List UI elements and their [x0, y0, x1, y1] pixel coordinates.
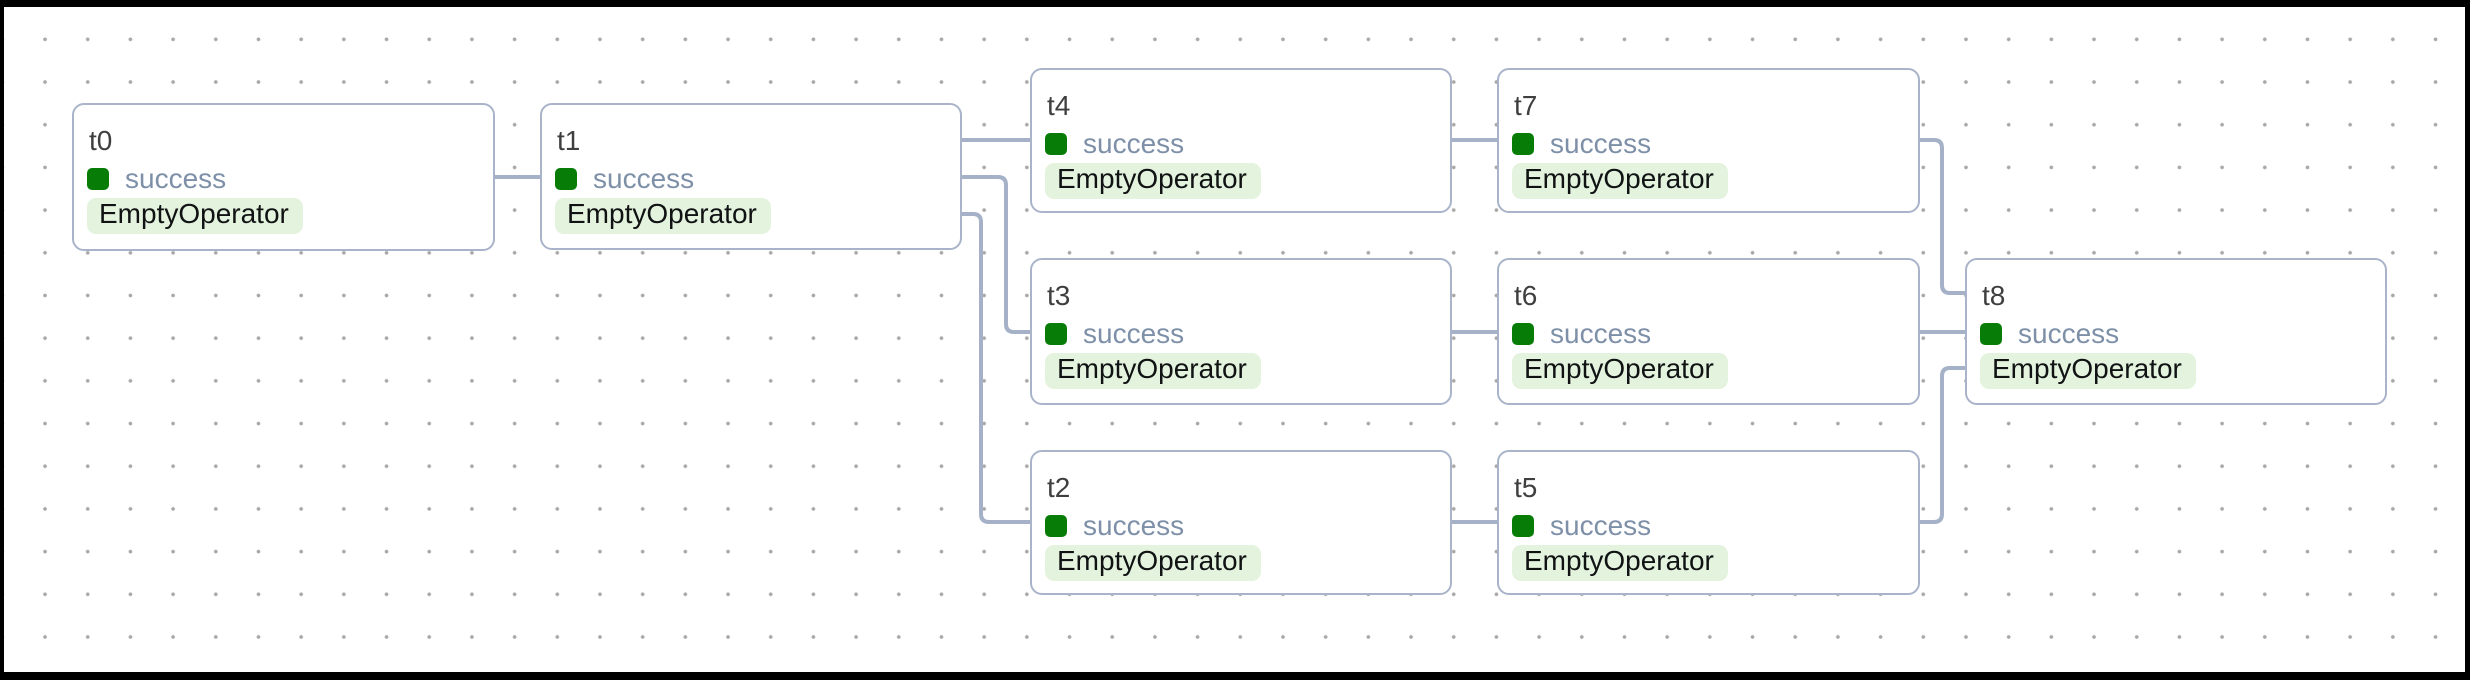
- task-node-t5[interactable]: t5 success EmptyOperator: [1497, 450, 1920, 595]
- task-status-label: success: [593, 162, 695, 194]
- task-status-row: success: [1045, 510, 1450, 541]
- edge-t7-t8: [1920, 138, 1965, 295]
- task-status-label: success: [1083, 317, 1185, 349]
- window-frame-left: [0, 0, 4, 680]
- edge-t1-t2: [962, 212, 1030, 524]
- operator-badge: EmptyOperator: [1045, 545, 1261, 581]
- task-status-row: success: [87, 163, 493, 194]
- operator-badge: EmptyOperator: [1980, 353, 2196, 389]
- success-status-icon: [1980, 322, 2002, 345]
- task-title: t1: [557, 125, 581, 156]
- operator-badge: EmptyOperator: [1045, 353, 1261, 389]
- task-node-t3[interactable]: t3 success EmptyOperator: [1030, 258, 1452, 405]
- task-title: t0: [89, 125, 113, 156]
- task-title: t5: [1514, 472, 1538, 503]
- window-frame-right: [2465, 0, 2470, 680]
- task-status-label: success: [125, 162, 227, 194]
- success-status-icon: [1512, 322, 1534, 345]
- task-node-t4[interactable]: t4 success EmptyOperator: [1030, 68, 1452, 213]
- task-node-t1[interactable]: t1 success EmptyOperator: [540, 103, 962, 250]
- operator-badge: EmptyOperator: [1512, 545, 1728, 581]
- task-status-row: success: [1512, 318, 1918, 349]
- task-title: t3: [1047, 280, 1071, 311]
- operator-badge: EmptyOperator: [1045, 163, 1261, 199]
- task-node-t2[interactable]: t2 success EmptyOperator: [1030, 450, 1452, 595]
- task-status-row: success: [1512, 128, 1918, 159]
- success-status-icon: [1512, 514, 1534, 537]
- task-title: t6: [1514, 280, 1538, 311]
- operator-badge: EmptyOperator: [1512, 163, 1728, 199]
- window-frame-bottom: [0, 672, 2470, 680]
- task-status-label: success: [2018, 317, 2120, 349]
- task-title: t4: [1047, 90, 1071, 121]
- success-status-icon: [1045, 514, 1067, 537]
- task-status-label: success: [1083, 509, 1185, 541]
- task-title: t2: [1047, 472, 1071, 503]
- operator-badge: EmptyOperator: [555, 198, 771, 234]
- task-status-row: success: [1512, 510, 1918, 541]
- task-status-label: success: [1550, 317, 1652, 349]
- task-status-row: success: [1045, 318, 1450, 349]
- task-status-row: success: [555, 163, 960, 194]
- task-node-t7[interactable]: t7 success EmptyOperator: [1497, 68, 1920, 213]
- task-node-t6[interactable]: t6 success EmptyOperator: [1497, 258, 1920, 405]
- operator-badge: EmptyOperator: [87, 198, 303, 234]
- task-title: t8: [1982, 280, 2006, 311]
- success-status-icon: [1045, 322, 1067, 345]
- success-status-icon: [1512, 132, 1534, 155]
- edge-t5-t8: [1920, 366, 1965, 524]
- success-status-icon: [1045, 132, 1067, 155]
- window-frame-top: [0, 0, 2470, 7]
- task-status-label: success: [1550, 509, 1652, 541]
- task-status-row: success: [1980, 318, 2385, 349]
- edge-t1-t3: [962, 175, 1030, 334]
- task-node-t0[interactable]: t0 success EmptyOperator: [72, 103, 495, 251]
- task-title: t7: [1514, 90, 1538, 121]
- task-status-row: success: [1045, 128, 1450, 159]
- success-status-icon: [87, 167, 109, 190]
- success-status-icon: [555, 167, 577, 190]
- operator-badge: EmptyOperator: [1512, 353, 1728, 389]
- task-node-t8[interactable]: t8 success EmptyOperator: [1965, 258, 2387, 405]
- task-status-label: success: [1083, 127, 1185, 159]
- task-status-label: success: [1550, 127, 1652, 159]
